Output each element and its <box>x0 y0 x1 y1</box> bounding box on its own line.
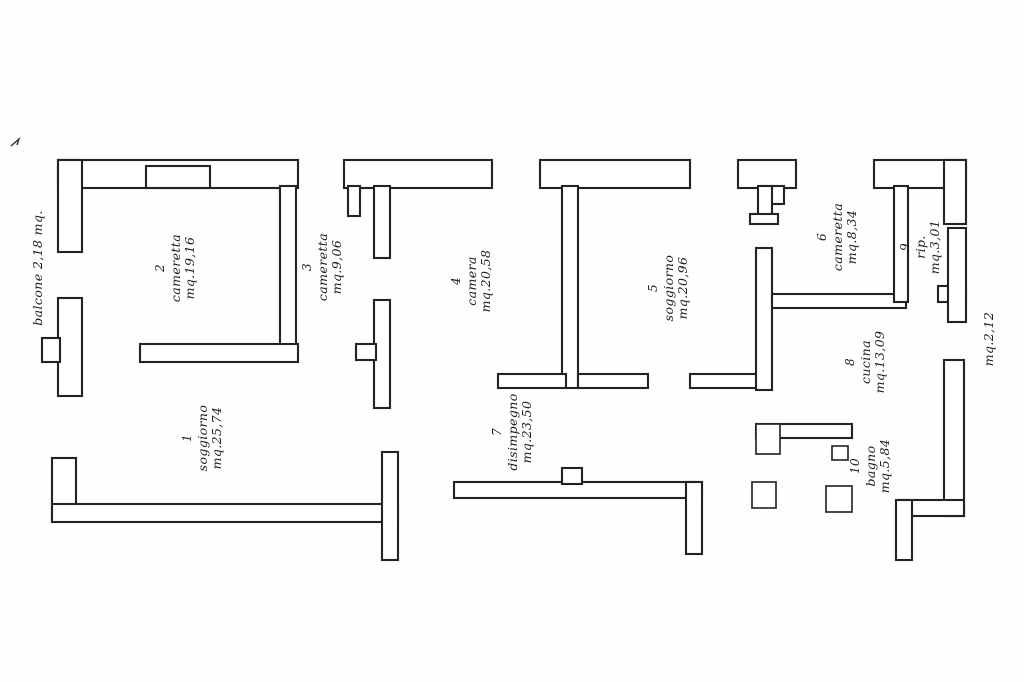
room-area: mq.20,96 <box>675 256 691 320</box>
room-label-2-cameretta: 2 cameretta mq.19,16 <box>153 233 198 303</box>
room-label-1-soggiorno: 1 soggiorno mq.25,74 <box>180 404 225 472</box>
room-name: rip. <box>913 235 929 259</box>
room-number: 1 <box>180 433 195 443</box>
room-number: 5 <box>646 283 661 293</box>
room-number: 6 <box>815 232 830 242</box>
room-area: mq.5,84 <box>877 438 893 494</box>
room-area: mq.13,09 <box>872 330 888 394</box>
room-label-5-soggiorno: 5 soggiorno mq.20,96 <box>646 254 691 322</box>
room-number: 10 <box>848 457 863 475</box>
room-name: soggiorno <box>661 254 677 322</box>
room-number: 7 <box>490 427 505 437</box>
scan-pen-mark <box>10 136 21 147</box>
room-name: bagno <box>863 445 879 487</box>
room-number: 2 <box>153 263 168 273</box>
room-number: 8 <box>843 357 858 367</box>
room-name: cucina <box>858 340 874 384</box>
annotation-text: mq.2,12 <box>980 311 996 367</box>
walls-group <box>40 158 968 562</box>
room-label-6-cameretta: 6 cameretta mq.8,34 <box>815 202 860 272</box>
room-name: cameretta <box>168 233 184 303</box>
room-number: 3 <box>300 262 315 272</box>
room-area: mq.3,01 <box>927 219 943 275</box>
annotation-text: balcone 2,18 mq. <box>29 210 45 326</box>
room-name: soggiorno <box>195 404 211 472</box>
room-name: cameretta <box>315 232 331 302</box>
room-name: camera <box>464 256 480 306</box>
room-area: mq.8,34 <box>844 209 860 265</box>
room-number: 9 <box>898 242 913 252</box>
room-label-10-bagno: 10 bagno mq.5,84 <box>848 438 893 494</box>
room-label-4-camera: 4 camera mq.20,58 <box>449 249 494 313</box>
room-name: cameretta <box>830 202 846 272</box>
room-area: mq.20,58 <box>478 249 494 313</box>
fixtures-group <box>751 423 853 513</box>
annotation-mq-2-12: mq.2,12 <box>980 311 996 367</box>
room-label-8-cucina: 8 cucina mq.13,09 <box>843 330 888 394</box>
room-area: mq.9,06 <box>329 239 345 295</box>
room-name: disimpegno <box>505 393 521 471</box>
annotation-balcone: balcone 2,18 mq. <box>29 210 45 326</box>
room-area: mq.25,74 <box>209 406 225 470</box>
room-area: mq.23,50 <box>519 400 535 464</box>
room-number: 4 <box>449 276 464 286</box>
room-label-3-cameretta: 3 cameretta mq.9,06 <box>300 232 345 302</box>
room-label-7-disimpegno: 7 disimpegno mq.23,50 <box>490 393 535 471</box>
room-label-9-rip: 9 rip. mq.3,01 <box>898 219 943 275</box>
room-area: mq.19,16 <box>182 236 198 300</box>
